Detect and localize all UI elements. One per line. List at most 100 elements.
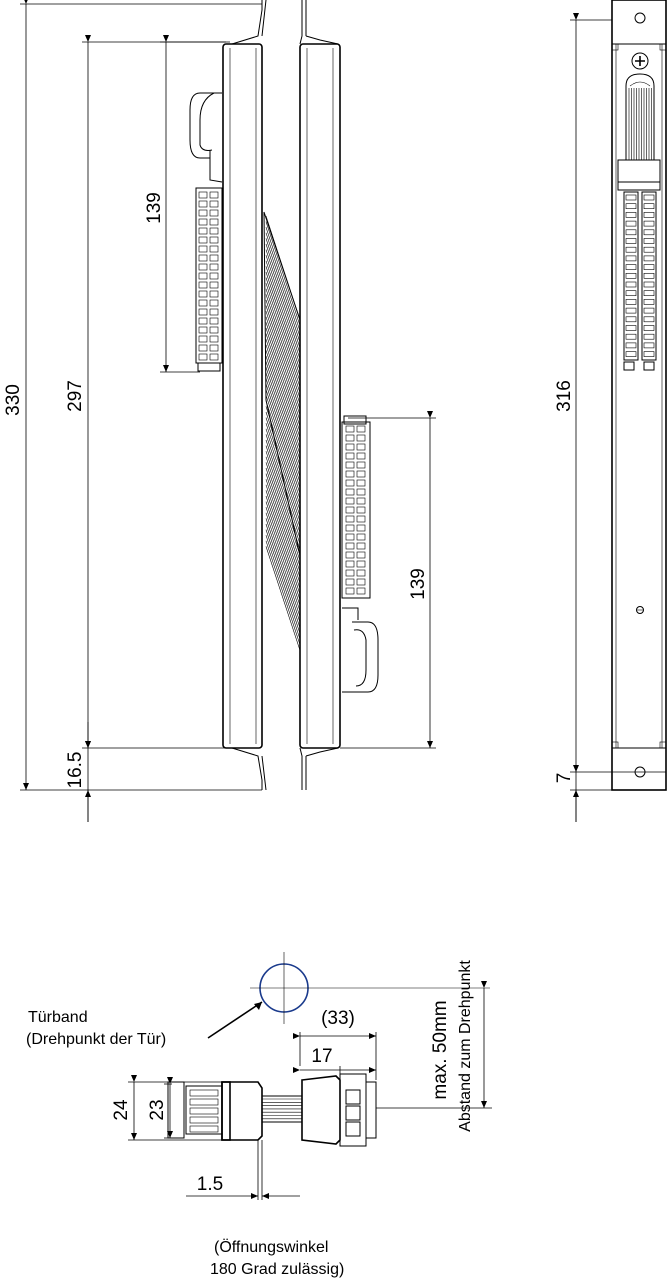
connector-pin xyxy=(356,578,366,586)
connector-pin xyxy=(345,542,355,550)
ribbon-wire xyxy=(265,311,301,416)
ribbon-wire xyxy=(265,299,301,405)
ribbon-wire xyxy=(265,344,301,449)
connector-pin xyxy=(209,200,219,208)
connector-pin xyxy=(356,479,366,487)
connector-pin xyxy=(209,299,219,307)
connector-pin xyxy=(356,452,366,460)
dim-297: 297 xyxy=(65,380,86,412)
connector-pin xyxy=(625,264,637,270)
connector-pin xyxy=(643,212,655,218)
dim-139-lower: 139 xyxy=(408,568,429,600)
connector-pin xyxy=(625,203,637,209)
connector-pin xyxy=(625,194,637,201)
ribbon-wire xyxy=(265,266,301,371)
ribbon-wire xyxy=(265,490,301,595)
connector-pin xyxy=(345,479,355,487)
connector-pin xyxy=(198,299,208,307)
dimension-lines xyxy=(20,0,666,822)
connector-pin xyxy=(198,281,208,289)
ribbon-wire xyxy=(265,456,301,561)
ribbon-wire xyxy=(265,479,301,584)
ribbon-wire xyxy=(265,434,301,539)
connector-pin xyxy=(625,272,637,279)
ribbon-wire xyxy=(265,462,301,567)
connector-pin xyxy=(345,515,355,523)
connector-pin xyxy=(345,470,355,478)
connector-pin xyxy=(189,1098,219,1106)
ribbon-wire xyxy=(265,389,301,494)
lower-connector xyxy=(341,415,379,693)
connector-pin xyxy=(625,333,637,340)
dim-330: 330 xyxy=(3,384,24,416)
ribbon-wire xyxy=(265,406,301,511)
connector-pin xyxy=(198,272,208,280)
ribbon-wire xyxy=(265,445,301,550)
ribbon-wire xyxy=(265,467,301,573)
connector-pin xyxy=(643,194,655,201)
connector-pin xyxy=(643,281,655,288)
connector-pin xyxy=(198,317,208,325)
middle-bar xyxy=(299,0,341,790)
ribbon-wire xyxy=(265,523,301,629)
connector-pin xyxy=(356,542,366,550)
ribbon-wire xyxy=(265,484,301,589)
ribbon-wire xyxy=(265,495,301,601)
dim-7: 7 xyxy=(554,773,575,784)
ribbon-wire xyxy=(265,260,301,365)
connector-pin xyxy=(345,497,355,505)
connector-pin xyxy=(345,425,355,433)
connector-pin xyxy=(625,351,637,357)
connector-pin xyxy=(625,255,637,262)
connector-pin xyxy=(198,290,208,298)
ribbon-wire xyxy=(265,305,301,410)
connector-pin xyxy=(643,220,655,227)
ribbon-wire xyxy=(265,283,301,388)
connector-pin xyxy=(209,254,219,262)
connector-pin xyxy=(345,560,355,568)
ribbon-wire xyxy=(265,232,301,337)
connector-pin xyxy=(209,326,219,334)
ribbon-wire xyxy=(265,327,301,433)
connector-pin xyxy=(189,1107,219,1115)
connector-pin xyxy=(625,212,637,218)
ribbon-wire xyxy=(265,322,301,427)
ribbon-wire xyxy=(265,333,301,438)
connector-pin xyxy=(189,1089,219,1097)
connector-pin xyxy=(198,254,208,262)
connector-pin xyxy=(643,246,655,253)
ribbon-wire xyxy=(265,294,301,399)
connector-pin xyxy=(356,461,366,469)
connector-pin xyxy=(198,227,208,235)
ribbon-wire xyxy=(265,428,301,533)
max-distance-label: max. 50mm xyxy=(430,1000,451,1099)
distance-label: Abstand zum Drehpunkt xyxy=(457,960,474,1132)
connector-pin xyxy=(643,272,655,279)
dimension-labels: 330 297 16.5 139 139 316 7 xyxy=(3,192,575,788)
hinge-label-line2: (Drehpunkt der Tür) xyxy=(26,1031,166,1048)
ribbon-wire xyxy=(265,546,301,651)
ribbon-wire xyxy=(265,535,301,640)
connector-pin xyxy=(209,209,219,217)
connector-pin xyxy=(198,353,208,361)
ribbon-wire xyxy=(265,411,301,517)
dim-17: 17 xyxy=(311,1046,332,1067)
ribbon-wire xyxy=(265,339,301,444)
left-bar xyxy=(222,0,267,791)
connector-pin xyxy=(625,325,637,331)
angle-label-line1: (Öffnungswinkel xyxy=(214,1238,328,1256)
connector-pin xyxy=(209,245,219,253)
ribbon-wire xyxy=(265,439,301,545)
connector-pin xyxy=(356,470,366,478)
ribbon-wire xyxy=(265,249,301,354)
ribbon-wire xyxy=(265,540,301,645)
dim-23: 23 xyxy=(147,1099,168,1120)
ribbon-wire xyxy=(265,238,301,343)
ribbon-wire xyxy=(265,350,301,455)
connector-pin xyxy=(189,1125,219,1133)
angle-label-line2: 180 Grad zulässig) xyxy=(210,1261,344,1278)
connector-pin xyxy=(345,443,355,451)
ribbon-wire xyxy=(265,277,301,382)
connector-pin xyxy=(209,290,219,298)
